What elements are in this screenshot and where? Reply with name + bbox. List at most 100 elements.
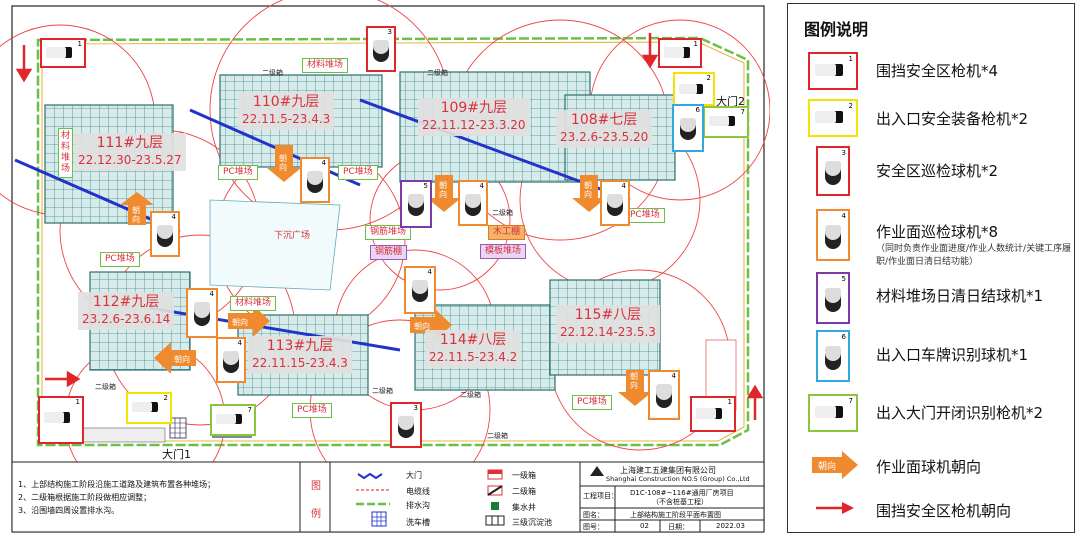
bullet-camera-icon[interactable]: 7 <box>210 404 256 436</box>
building-111-name: 111#九层 <box>96 135 164 151</box>
dome-camera-icon[interactable]: 4 <box>186 288 218 338</box>
dome-camera-icon[interactable]: 4 <box>404 266 436 314</box>
building-114-dates: 22.11.5-23.4.2 <box>429 350 518 364</box>
building-111-label: 111#九层 22.12.30-23.5.27 <box>74 133 186 171</box>
dome-camera-icon[interactable]: 4 <box>150 211 180 257</box>
secondary-box-label: 二级箱 <box>262 69 283 77</box>
building-114-label: 114#八层 22.11.5-23.4.2 <box>425 330 522 368</box>
facing-arrow-text: 朝向 <box>818 462 837 472</box>
map-legend-title-top: 图 <box>311 481 321 492</box>
bullet-camera-icon[interactable]: 1 <box>658 38 702 68</box>
map-legend-drain: 排水沟 <box>406 501 430 510</box>
number-value: 02 <box>640 522 649 530</box>
date-value: 2022.03 <box>716 522 745 530</box>
camera-number: 5 <box>841 275 846 283</box>
camera-number: 7 <box>848 397 853 405</box>
building-110-label: 110#九层 22.11.5-23.4.3 <box>238 92 335 130</box>
dome-camera-icon[interactable]: 3 <box>390 402 422 448</box>
bullet-camera-icon[interactable]: 1 <box>690 396 736 432</box>
bullet-camera-icon: 2 <box>808 99 858 137</box>
red-arrow-icon <box>816 502 854 514</box>
camera-number: 2 <box>706 74 711 82</box>
map-legend-cable: 电缆线 <box>406 487 430 496</box>
camera-number: 3 <box>841 149 846 157</box>
camera-number: 4 <box>209 290 214 298</box>
dome-camera-icon: 3 <box>816 146 850 196</box>
camera-number: 1 <box>77 40 82 48</box>
camera-number: 4 <box>671 372 676 380</box>
pc-yard-tag: PC堆场 <box>625 208 665 223</box>
camera-number: 4 <box>479 182 484 190</box>
facing-label: 朝向 <box>414 322 430 331</box>
dome-camera-icon[interactable]: 4 <box>300 157 330 203</box>
dome-camera-icon[interactable]: 4 <box>458 180 488 226</box>
facing-label: 朝向 <box>630 372 638 390</box>
note-line: 2、二级箱根据施工阶段做相应调整； <box>18 493 152 502</box>
carpentry-shed-tag: 木工棚 <box>488 225 526 240</box>
camera-number: 2 <box>848 102 853 110</box>
dome-camera-icon[interactable]: 4 <box>600 180 630 226</box>
bullet-camera-icon: 7 <box>808 394 858 432</box>
project-label: 工程项目： <box>583 492 618 500</box>
facing-label: 朝向 <box>439 181 447 199</box>
legend-label: 材料堆场日清日结球机*1 <box>876 287 1044 305</box>
material-yard-vertical-tag: 材料堆场 <box>58 128 73 178</box>
map-legend-wash: 洗车槽 <box>406 518 430 527</box>
rebar-shed-tag: 钢筋棚 <box>370 245 408 260</box>
bullet-camera-icon[interactable]: 2 <box>126 392 172 424</box>
bullet-camera-icon[interactable]: 1 <box>38 396 84 444</box>
facing-label: 朝向 <box>132 206 140 224</box>
dome-camera-icon: 5 <box>816 272 850 324</box>
sunken-square-label: 下沉广场 <box>274 231 311 241</box>
dome-camera-icon[interactable]: 6 <box>672 104 704 152</box>
note-line: 1、上部结构施工阶段沿施工道路及建筑布置各种堆场； <box>18 480 216 489</box>
legend-sub-note: （同时负责作业面进度/作业人数统计/关键工序履职/作业面日清日结功能） <box>876 244 1072 267</box>
building-108-name: 108#七层 <box>570 112 638 128</box>
formwork-yard-tag: 模板堆场 <box>480 244 527 259</box>
pc-yard-tag: PC堆场 <box>100 252 140 267</box>
pc-yard-tag: PC堆场 <box>338 165 378 180</box>
bullet-camera-icon[interactable]: 7 <box>703 106 749 138</box>
dome-camera-icon[interactable]: 4 <box>216 337 246 383</box>
secondary-box-label: 二级箱 <box>372 387 393 395</box>
bottom-table-frame <box>11 461 765 533</box>
camera-number: 7 <box>247 406 252 414</box>
map-legend-secondary-box: 二级箱 <box>512 487 536 496</box>
camera-number: 5 <box>423 182 428 190</box>
camera-number: 4 <box>171 213 176 221</box>
dome-camera-icon[interactable]: 4 <box>648 370 680 420</box>
secondary-box-label: 二级箱 <box>487 432 508 440</box>
building-110-dates: 22.11.5-23.4.3 <box>242 112 331 126</box>
camera-number: 6 <box>841 333 846 341</box>
bullet-camera-icon[interactable]: 1 <box>40 38 86 68</box>
gate-2-label: 大门2 <box>716 95 745 108</box>
secondary-box-label: 二级箱 <box>492 209 513 217</box>
camera-number: 1 <box>848 55 853 63</box>
building-110-name: 110#九层 <box>252 94 320 110</box>
camera-number: 2 <box>163 394 168 402</box>
building-113-name: 113#九层 <box>266 338 334 354</box>
building-112-name: 112#九层 <box>92 294 160 310</box>
camera-number: 4 <box>841 212 846 220</box>
building-115-name: 115#八层 <box>574 307 642 323</box>
building-111-dates: 22.12.30-23.5.27 <box>78 153 182 167</box>
bullet-camera-icon[interactable]: 2 <box>673 72 715 106</box>
secondary-box-label: 二级箱 <box>460 391 481 399</box>
building-114-name: 114#八层 <box>439 332 507 348</box>
dome-camera-icon[interactable]: 3 <box>366 26 396 72</box>
legend-title: 图例说明 <box>804 20 869 39</box>
camera-number: 6 <box>695 106 700 114</box>
dome-camera-icon[interactable]: 5 <box>400 180 432 228</box>
dome-camera-icon: 4 <box>816 209 850 261</box>
legend-label: 作业面球机朝向 <box>876 458 982 476</box>
camera-number: 4 <box>427 268 432 276</box>
facing-arrow-icon <box>812 451 858 479</box>
camera-number: 1 <box>693 40 698 48</box>
camera-number: 3 <box>413 404 418 412</box>
secondary-box-label: 二级箱 <box>95 383 116 391</box>
company-logo-icon <box>590 466 604 476</box>
pc-yard-tag: PC堆场 <box>572 395 612 410</box>
